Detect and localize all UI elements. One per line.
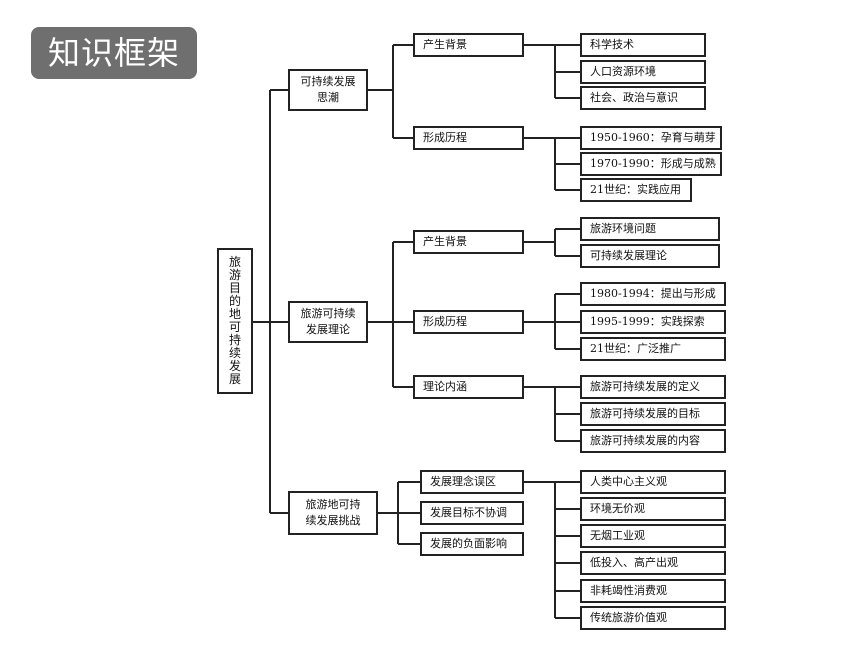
leaf-node: 环境无价观 — [580, 497, 726, 521]
level2-node-background-2: 产生背景 — [413, 230, 524, 254]
leaf-node: 无烟工业观 — [580, 524, 726, 548]
level1-node-tourism-sustainability-theory: 旅游可持续 发展理论 — [288, 301, 368, 343]
level1-node-sustainability-thought: 可持续发展 思潮 — [288, 69, 368, 111]
leaf-node: 旅游可持续发展的定义 — [580, 375, 726, 399]
root-node: 旅游目的地可持续发展 — [217, 248, 253, 394]
level2-node-connotation: 理论内涵 — [413, 375, 524, 399]
leaf-node: 人类中心主义观 — [580, 470, 726, 494]
leaf-node: 1950-1960：孕育与萌芽 — [580, 126, 722, 150]
leaf-node: 旅游环境问题 — [580, 217, 720, 241]
leaf-node: 低投入、高产出观 — [580, 551, 726, 575]
leaf-node: 传统旅游价值观 — [580, 606, 726, 630]
leaf-node: 旅游可持续发展的目标 — [580, 402, 726, 426]
leaf-node: 1995-1999：实践探索 — [580, 310, 726, 334]
leaf-node: 科学技术 — [580, 33, 706, 57]
leaf-node: 可持续发展理论 — [580, 244, 720, 268]
level2-node-background-1: 产生背景 — [413, 33, 524, 57]
level2-node-goal-mismatch: 发展目标不协调 — [420, 501, 524, 525]
section-title-badge: 知识框架 — [31, 27, 197, 79]
leaf-node: 旅游可持续发展的内容 — [580, 429, 726, 453]
level2-node-concept-misunderstanding: 发展理念误区 — [420, 470, 524, 494]
leaf-node: 社会、政治与意识 — [580, 86, 706, 110]
root-label: 旅游目的地可持续发展 — [228, 255, 241, 386]
level1-node-destination-challenges: 旅游地可持 续发展挑战 — [288, 491, 378, 535]
leaf-node: 非耗竭性消费观 — [580, 579, 726, 603]
level2-node-negative-impact: 发展的负面影响 — [420, 532, 524, 556]
leaf-node: 21世纪：实践应用 — [580, 178, 692, 202]
leaf-node: 1970-1990：形成与成熟 — [580, 152, 722, 176]
level2-node-history-2: 形成历程 — [413, 310, 524, 334]
level2-node-history-1: 形成历程 — [413, 126, 524, 150]
leaf-node: 人口资源环境 — [580, 60, 706, 84]
leaf-node: 21世纪：广泛推广 — [580, 337, 726, 361]
leaf-node: 1980-1994：提出与形成 — [580, 282, 726, 306]
